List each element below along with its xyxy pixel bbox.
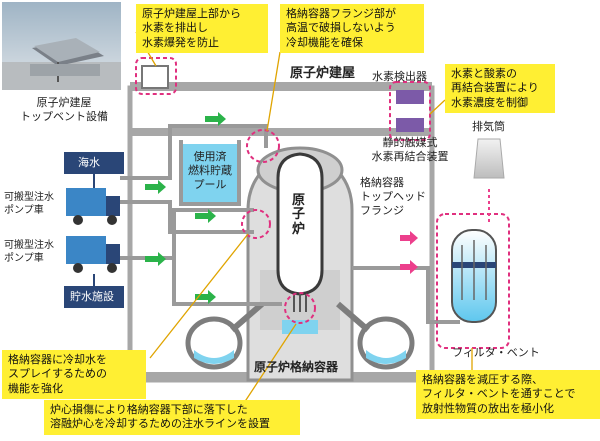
water-storage-label: 貯水施設 [70,290,114,303]
top-vent-photo [2,2,121,90]
seawater-tank [64,152,124,188]
flow-arrows-green [145,112,226,304]
callout-top-vent: 原子炉建屋上部から 水素を排出し 水素爆発を防止 [136,4,268,53]
callout-core-cooling: 炉心損傷により格納容器下部に落下した 溶融炉心を冷却するための注水ラインを設置 [44,400,300,435]
pump-truck-1 [66,188,120,225]
fuel-pool-label: 使用済 燃料貯蔵 プール [188,150,232,191]
reactor-label: 原 子 炉 [292,193,306,237]
filter-vent-equipment [451,229,497,323]
top-vent-caption: 原子炉建屋 トップベント設備 [20,96,108,123]
spent-fuel-pool [179,140,241,206]
water-injection-lines [120,124,460,324]
hydrogen-detector-label: 水素検出器 [372,70,427,83]
recombiner-label: 静的触媒式 水素再結合装置 [371,136,449,163]
callout-spray: 格納容器に冷却水を スプレイするための 機能を強化 [2,350,146,399]
containment-label: 原子炉格納容器 [254,360,339,374]
callout-filter-vent: 格納容器を減圧する際、 フィルタ・ベントを通すことで 放射性物質の放出を極小化 [416,370,600,419]
callout-hydrogen: 水素と酸素の 再結合装置により 水素濃度を制御 [445,64,555,113]
reactor-vessel [276,152,324,312]
callout-connectors [135,31,473,407]
exhaust-stack-label: 排気筒 [472,120,505,133]
water-storage-tank [64,274,124,308]
seawater-label: 海水 [78,156,100,169]
highlights [135,57,510,349]
pump-truck-1-label: 可搬型注水 ポンプ車 [4,192,54,216]
filter-vent-label: フィルタ・ベント [452,346,540,359]
flow-arrows-pink [400,231,418,274]
callout-flange: 格納容器フランジ部が 高温で破損しないよう 冷却機能を確保 [280,4,424,53]
pump-truck-2-label: 可搬型注水 ポンプ車 [4,240,54,264]
pump-truck-2 [66,236,120,273]
reactor-building-label: 原子炉建屋 [290,66,356,81]
hydrogen-equipment [396,90,424,132]
head-flange-label: 格納容器 トップヘッド フランジ [360,176,426,217]
exhaust-stack [473,138,505,222]
